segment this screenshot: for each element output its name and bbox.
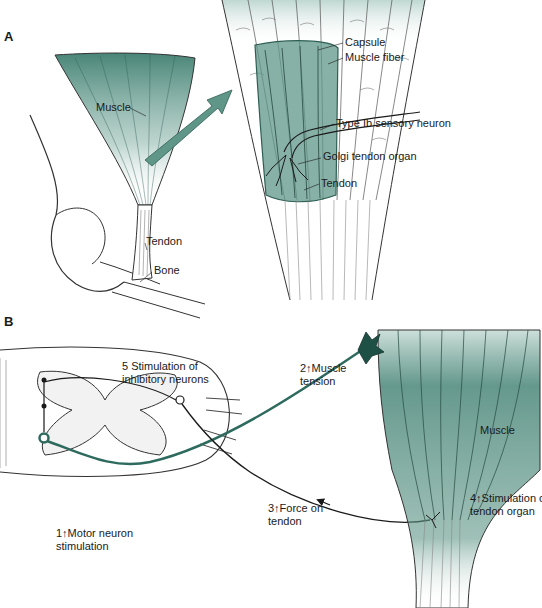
muscle-b (378, 330, 540, 608)
part-label: Muscle (480, 424, 515, 437)
motor-axon (44, 350, 362, 464)
neuromuscular-junction (358, 332, 384, 364)
part-label: Tendon (321, 177, 357, 190)
part-label: Type Ib sensory neuron (336, 117, 451, 130)
muscle-belly (55, 53, 195, 205)
callout-label: 1↑Motor neuron stimulation (56, 527, 146, 553)
part-label: Golgi tendon organ (323, 150, 417, 163)
forearm-bone (100, 262, 205, 318)
sensory-terminal (176, 396, 184, 404)
callout-label: 5 Stimulation of inhibitory neurons (122, 360, 230, 386)
tendon-b-fibers (420, 518, 460, 608)
part-label: Tendon (146, 235, 182, 248)
callout-label: 3↑Force on tendon (268, 502, 334, 528)
part-label: Capsule (345, 36, 385, 49)
spinal-cord-section (0, 347, 229, 476)
muscle-zoom-fill (222, 0, 425, 300)
capsule-fibers (265, 46, 320, 199)
leader-lines (130, 43, 343, 282)
zoom-arrow (145, 90, 232, 166)
interneuron (42, 378, 47, 383)
golgi-tendon-organ-b (426, 512, 440, 528)
tendon-zoom-fibers (285, 200, 370, 300)
muscle-zoom-outline (222, 0, 425, 300)
golgi-tendon-organ (266, 155, 308, 186)
cord-cut-edge (0, 358, 6, 468)
callout-label: 2↑Muscle tension (300, 362, 362, 388)
panel-letter: B (4, 315, 13, 328)
muscle-b-fibers (398, 330, 528, 520)
interneuron (42, 404, 47, 409)
muscle-fibers (75, 55, 175, 205)
part-label: Muscle (96, 101, 131, 114)
nerve-roots (200, 398, 242, 454)
elbow-joint (56, 208, 105, 264)
panel-letter: A (4, 30, 13, 43)
motor-neuron (40, 434, 49, 443)
inhibitory-pathway (44, 378, 176, 432)
part-label: Muscle fiber (345, 51, 404, 64)
part-label: Bone (154, 264, 180, 277)
callout-label: 4↑Stimulation of Golgi tendon organ (470, 492, 542, 518)
